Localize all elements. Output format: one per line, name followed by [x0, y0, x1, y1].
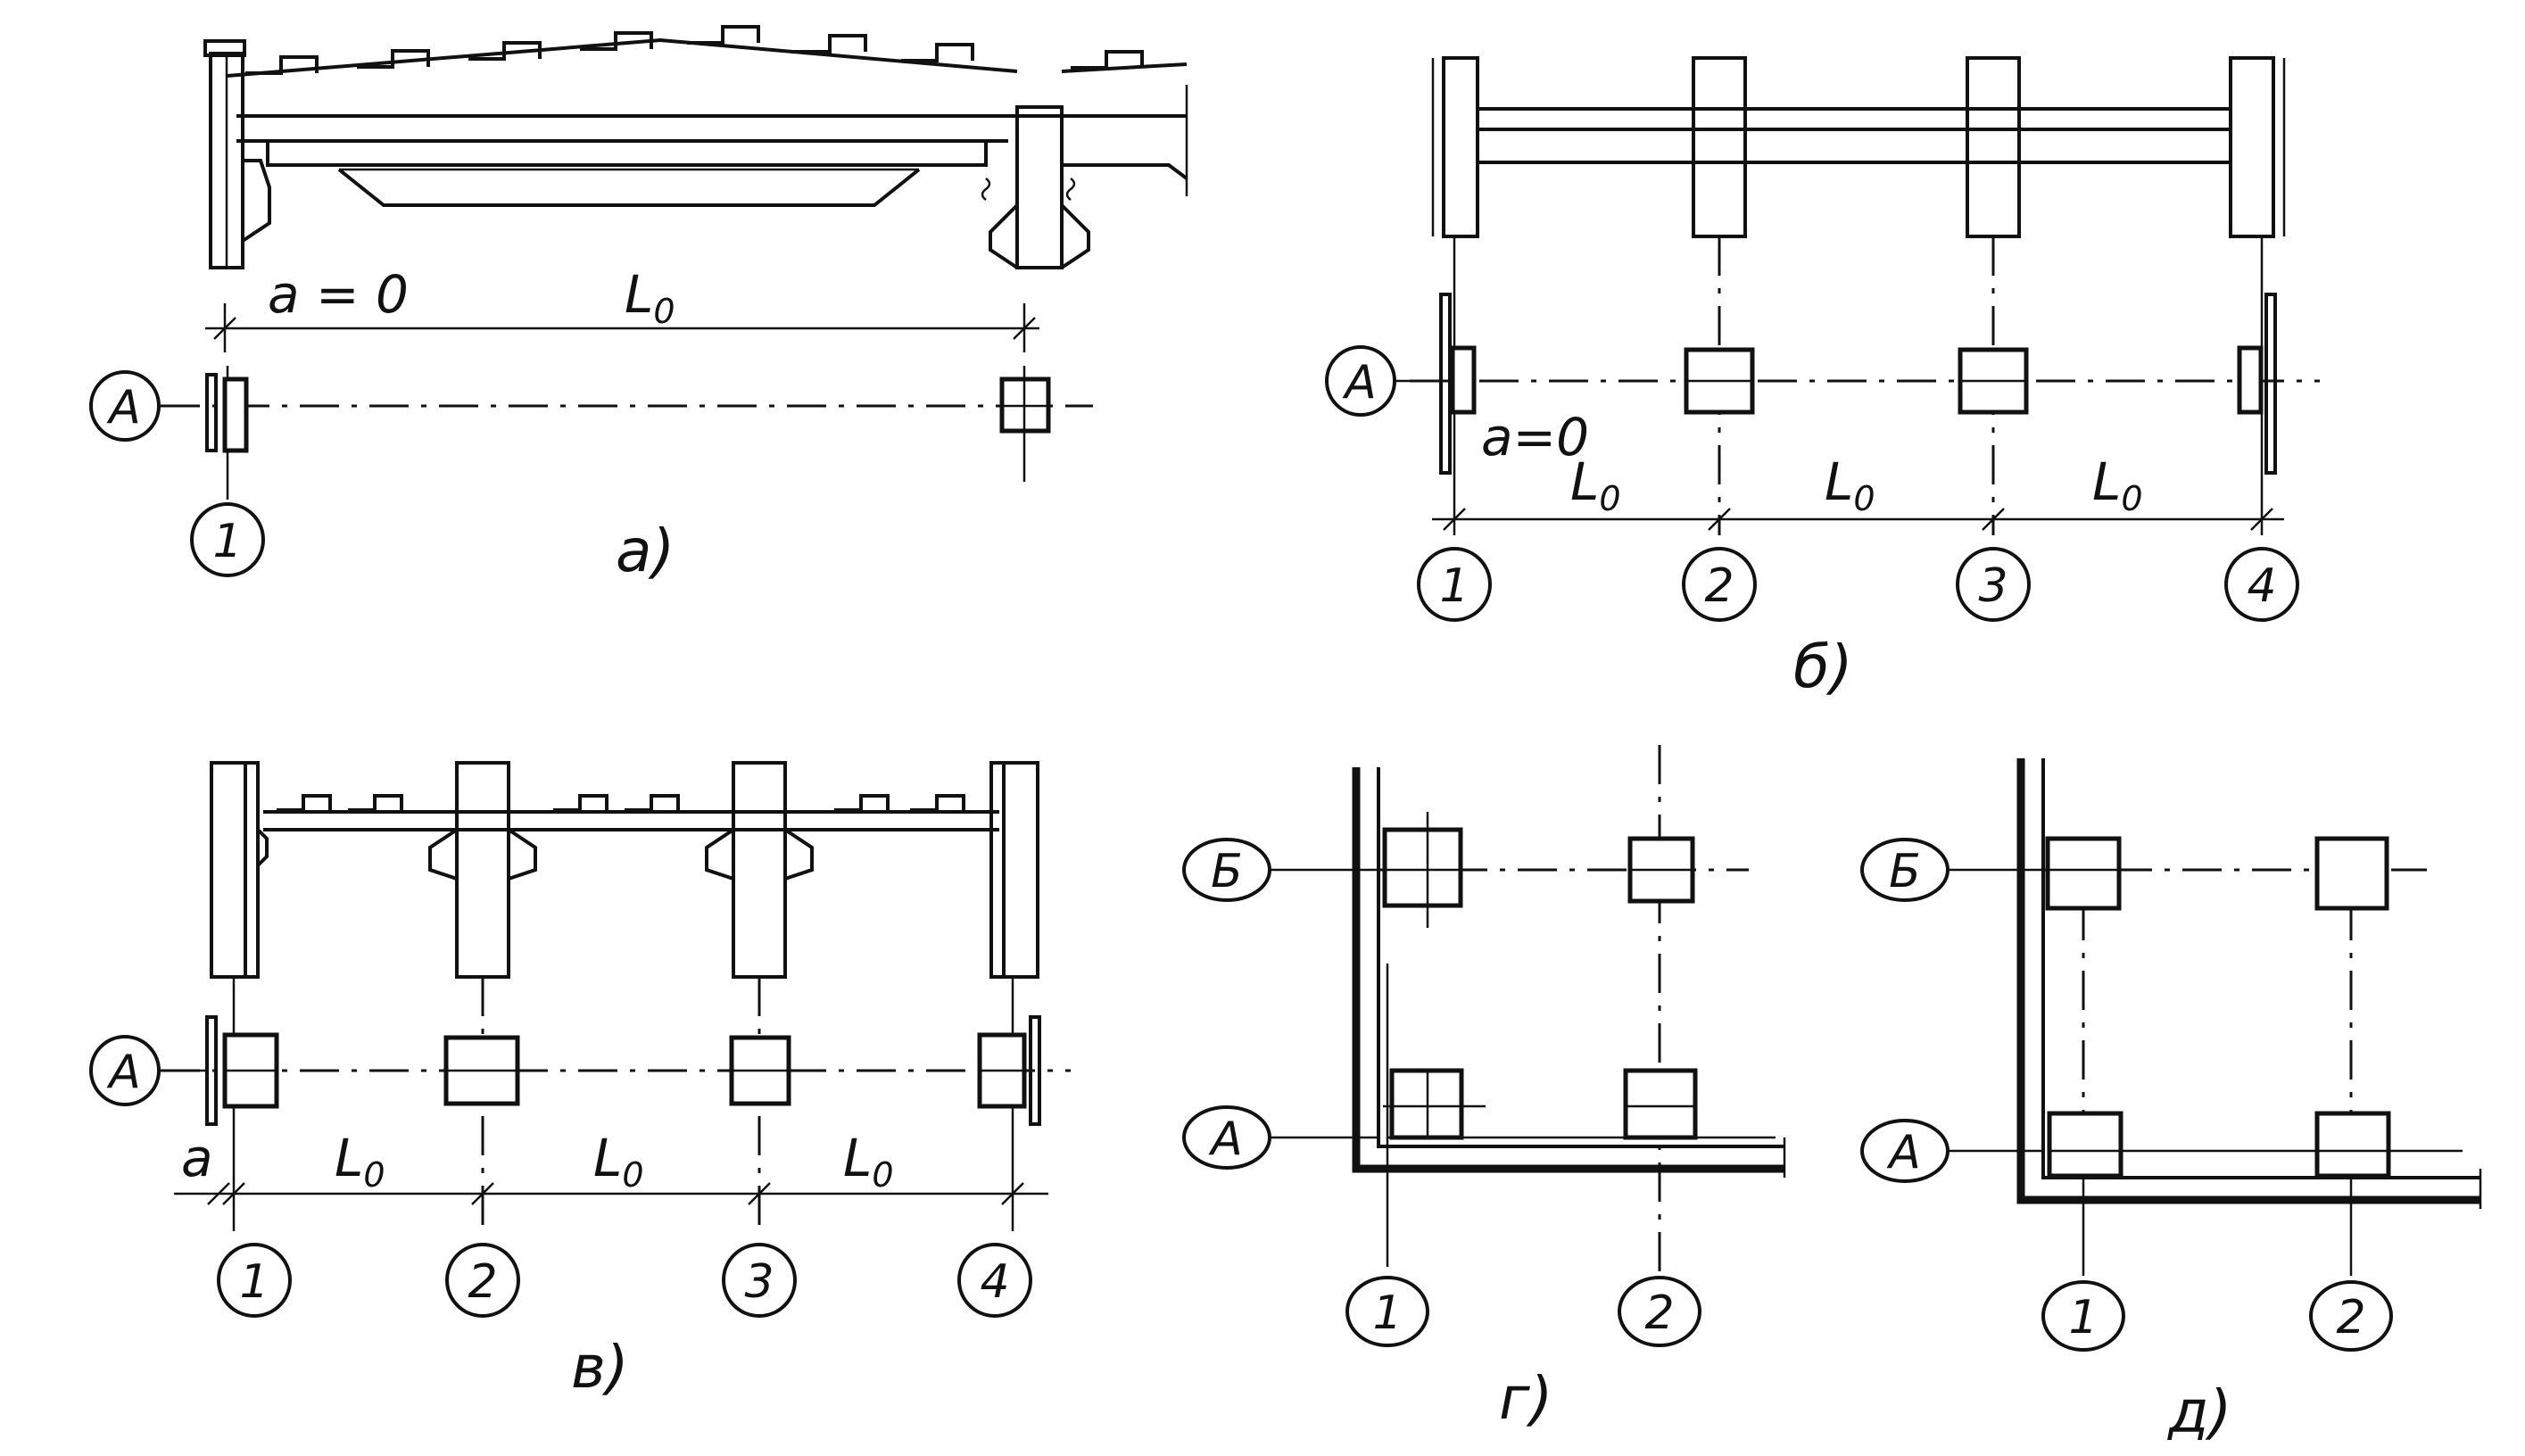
panel-b-caption: б)	[1793, 633, 1852, 701]
panel-v-dimension: a L0 L0 L0	[174, 1128, 1048, 1205]
panel-v-span-label-2: L0	[593, 1128, 644, 1195]
svg-text:3: 3	[744, 1255, 774, 1309]
panel-d-axis-bubble-1: 1	[2041, 1280, 2125, 1352]
panel-d: Б A 1 2 д)	[1860, 758, 2482, 1446]
panel-d-caption: д)	[2167, 1377, 2231, 1446]
panel-a-dim-a: a = 0	[268, 264, 409, 325]
panel-g-axis-bubble-B: Б	[1182, 838, 1271, 902]
panel-g-columns	[1382, 827, 1698, 1140]
panel-a-span-label: L0	[625, 264, 675, 331]
panel-b-span-label-1: L0	[1570, 451, 1621, 518]
svg-text:1: 1	[2068, 1291, 2098, 1344]
panel-v-roof	[263, 794, 999, 831]
panel-b-columns-elevation	[1431, 56, 2286, 238]
svg-text:1: 1	[212, 515, 242, 568]
panel-g: Б A 1 2 г)	[1182, 745, 1786, 1433]
panel-a-interior-column	[981, 105, 1090, 269]
svg-text:A: A	[106, 381, 141, 434]
panel-v-axis-bubble-1: 1	[217, 1243, 292, 1318]
svg-text:1: 1	[1372, 1286, 1402, 1340]
panel-a-caption: a)	[616, 517, 675, 585]
panel-v-axis-bubble-4: 4	[957, 1243, 1032, 1318]
panel-b: a=0 L0 L0 L0 A 1 2 3 4 б)	[1325, 56, 2320, 701]
panel-b-plan	[1410, 236, 2320, 535]
svg-text:Б: Б	[1211, 845, 1243, 898]
panel-a-axis-bubble-1: 1	[190, 502, 265, 577]
panel-g-caption: г)	[1499, 1364, 1552, 1433]
panel-a: a = 0 L0 A 1 a)	[89, 25, 1188, 585]
svg-text:4: 4	[2247, 559, 2276, 613]
panel-b-dim-a: a=0	[1481, 407, 1589, 467]
panel-a-left-wall	[203, 39, 271, 269]
panel-v-axis-bubble-2: 2	[445, 1243, 520, 1318]
panel-d-axis-bubble-B: Б	[1860, 838, 1950, 902]
svg-text:Б: Б	[1889, 845, 1921, 898]
panel-b-span-label-2: L0	[1825, 451, 1875, 518]
svg-text:A: A	[106, 1046, 141, 1099]
svg-text:2: 2	[468, 1255, 497, 1309]
panel-g-axis-bubble-2: 2	[1618, 1276, 1701, 1347]
panel-v-dim-a: a	[181, 1128, 213, 1188]
panel-v-span-label-3: L0	[843, 1128, 894, 1195]
svg-text:4: 4	[980, 1255, 1009, 1309]
panel-a-roof	[227, 25, 1188, 78]
svg-text:1: 1	[1439, 559, 1469, 613]
panel-g-axes	[1267, 745, 1776, 1285]
panel-b-axis-bubble-2: 2	[1682, 547, 1757, 622]
svg-text:2: 2	[2336, 1291, 2365, 1344]
svg-text:A: A	[1208, 1113, 1243, 1166]
panel-g-axis-bubble-A: A	[1182, 1105, 1271, 1170]
panel-v-axis-bubble-3: 3	[722, 1243, 797, 1318]
panel-g-axis-bubble-1: 1	[1345, 1276, 1429, 1347]
panel-b-axis-bubble-4: 4	[2224, 547, 2299, 622]
panel-a-dimension: a = 0 L0	[205, 264, 1039, 352]
panel-b-axis-bubble-3: 3	[1956, 547, 2031, 622]
panel-v-plan	[161, 977, 1071, 1231]
panel-b-span-label-3: L0	[2092, 451, 2143, 518]
panel-v-columns	[210, 761, 1039, 979]
panel-v-span-label-1: L0	[335, 1128, 385, 1195]
panel-v-caption: в)	[571, 1333, 629, 1402]
panel-v: a L0 L0 L0 A 1 2 3 4 в)	[89, 761, 1071, 1402]
svg-text:A: A	[1886, 1126, 1921, 1179]
panel-b-axis-bubble-A: A	[1325, 345, 1441, 417]
panel-b-axis-bubble-1: 1	[1417, 547, 1492, 622]
panel-b-beam	[1478, 107, 2231, 164]
svg-text:1: 1	[239, 1255, 269, 1309]
panel-d-axis-bubble-A: A	[1860, 1119, 1950, 1183]
panel-a-axis-bubble-A: A	[89, 370, 161, 442]
svg-text:3: 3	[1978, 559, 2008, 613]
panel-d-axis-bubble-2: 2	[2309, 1280, 2393, 1352]
panel-b-dimension: a=0 L0 L0 L0	[1432, 407, 2284, 531]
svg-text:2: 2	[1704, 559, 1734, 613]
panel-a-truss	[236, 85, 1188, 207]
panel-g-wall	[1352, 767, 1786, 1178]
panel-v-axis-bubble-A: A	[89, 1035, 207, 1106]
svg-text:A: A	[1342, 356, 1377, 410]
panel-d-columns	[2045, 836, 2391, 1179]
svg-text:2: 2	[1644, 1286, 1674, 1340]
panel-a-plan	[161, 366, 1093, 500]
